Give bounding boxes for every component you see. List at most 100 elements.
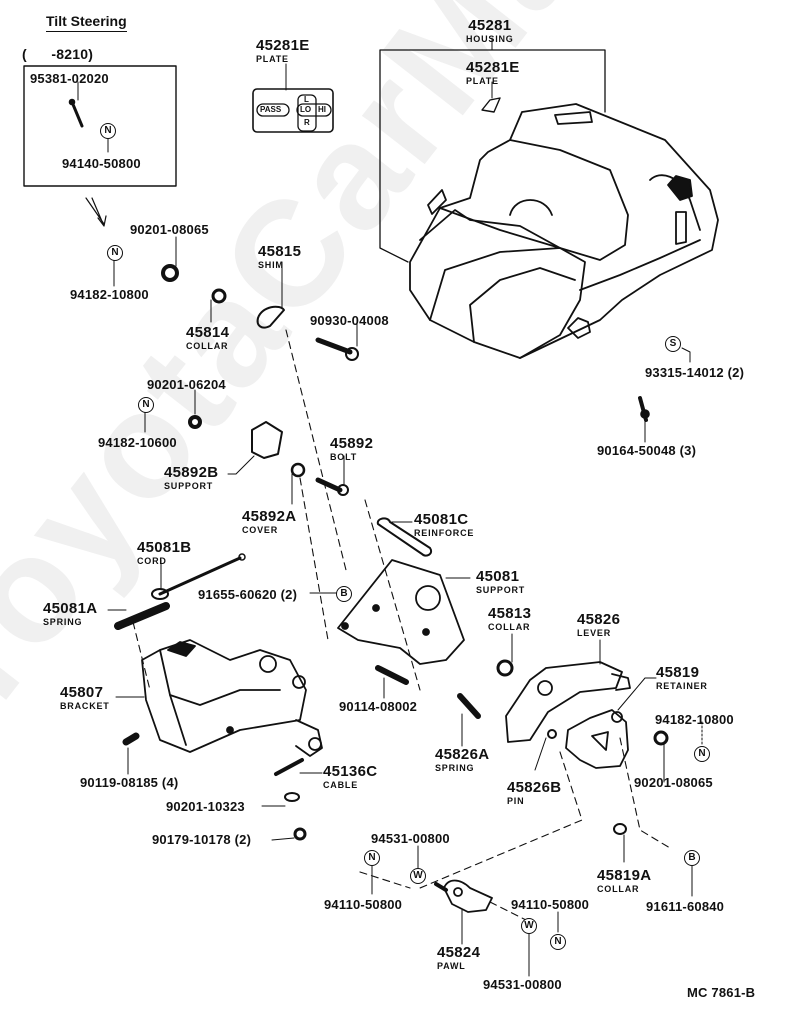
part-91611-60840[interactable]: 91611-60840 [646, 899, 725, 914]
part-90201-06204[interactable]: 90201-06204 [147, 377, 226, 392]
part-90119-08185[interactable]: 90119-08185 (4) [80, 775, 179, 790]
part-number: 45814 [186, 324, 230, 341]
symbol-b: B [684, 850, 700, 866]
part-name: COLLAR [186, 341, 229, 351]
part-45826A-spring[interactable]: 45826A SPRING [435, 747, 489, 773]
plate-hi-text: HI [318, 105, 326, 114]
housing-leader [379, 49, 606, 263]
part-45281-housing[interactable]: 45281 HOUSING [466, 18, 514, 44]
part-45281E-plate[interactable]: 45281E PLATE [256, 38, 310, 64]
part-90930-04008[interactable]: 90930-04008 [310, 313, 389, 328]
part-number: 45815 [258, 243, 302, 260]
part-45081B-cord[interactable]: 45081B CORD [137, 540, 191, 566]
plate-l-text: L [304, 95, 309, 104]
part-90201-08065[interactable]: 90201-08065 [130, 222, 209, 237]
part-45815-shim[interactable]: 45815 SHIM [258, 244, 301, 270]
symbol-n: N [138, 397, 154, 413]
part-number: 45892B [164, 464, 219, 481]
part-90114-08002[interactable]: 90114-08002 [339, 699, 418, 714]
part-45819A-collar[interactable]: 45819A COLLAR [597, 868, 651, 894]
part-45892B-support[interactable]: 45892B SUPPORT [164, 465, 218, 491]
part-number: 45281 [468, 17, 512, 34]
part-name: COLLAR [597, 884, 640, 894]
part-94531-00800-b[interactable]: 94531-00800 [483, 977, 562, 992]
part-number: 45081A [43, 600, 98, 617]
part-93315-14012[interactable]: 93315-14012 (2) [645, 365, 745, 380]
symbol-n: N [550, 934, 566, 950]
part-number: 45281E [256, 37, 310, 54]
part-91655-60620[interactable]: 91655-60620 (2) [198, 587, 298, 602]
part-45813-collar[interactable]: 45813 COLLAR [488, 606, 531, 632]
part-45892A-cover[interactable]: 45892A COVER [242, 509, 296, 535]
part-name: HOUSING [466, 34, 514, 44]
part-90201-10323[interactable]: 90201-10323 [166, 799, 245, 814]
part-45136C-cable[interactable]: 45136C CABLE [323, 764, 377, 790]
part-name: PLATE [466, 76, 499, 86]
part-45892-bolt[interactable]: 45892 BOLT [330, 436, 373, 462]
part-45281E-plate-top[interactable]: 45281E PLATE [466, 60, 520, 86]
part-name: CABLE [323, 780, 358, 790]
part-45826B-pin[interactable]: 45826B PIN [507, 780, 561, 806]
collar-icon [211, 288, 227, 304]
part-94110-50800-a[interactable]: 94110-50800 [324, 897, 403, 912]
part-90201-08065-b[interactable]: 90201-08065 [634, 775, 713, 790]
pawl [434, 879, 493, 913]
cover-icon [290, 462, 306, 478]
part-number: 45819A [597, 867, 652, 884]
part-name: COLLAR [488, 622, 531, 632]
part-45824-pawl[interactable]: 45824 PAWL [437, 945, 480, 971]
part-name: CORD [137, 556, 167, 566]
part-45081-support[interactable]: 45081 SUPPORT [476, 569, 525, 595]
symbol-w: W [410, 868, 426, 884]
diagram-title: Tilt Steering [46, 14, 127, 32]
part-45814-collar[interactable]: 45814 COLLAR [186, 325, 229, 351]
part-45826-lever[interactable]: 45826 LEVER [577, 612, 620, 638]
spring-icon [114, 602, 170, 630]
part-95381-02020[interactable]: 95381-02020 [30, 71, 109, 86]
part-number: 45081 [476, 568, 520, 585]
part-94110-50800-b[interactable]: 94110-50800 [511, 897, 590, 912]
part-number: 45826A [435, 746, 490, 763]
part-name: RETAINER [656, 681, 708, 691]
part-94531-00800-a[interactable]: 94531-00800 [371, 831, 450, 846]
part-number: 45813 [488, 605, 532, 622]
part-90164-50048[interactable]: 90164-50048 (3) [597, 443, 697, 458]
range-note: ( -8210) [22, 46, 94, 62]
part-94182-10600[interactable]: 94182-10600 [98, 435, 177, 450]
bolt-icon [375, 665, 409, 685]
part-number: 45807 [60, 684, 104, 701]
part-90179-10178[interactable]: 90179-10178 (2) [152, 832, 252, 847]
plate-pass-text: PASS [260, 105, 282, 114]
plate-small-icon [481, 97, 501, 113]
part-name: SUPPORT [164, 481, 214, 491]
cable-icon [274, 758, 304, 776]
symbol-b: B [336, 586, 352, 602]
symbol-w: W [521, 918, 537, 934]
part-94182-10800-b[interactable]: 94182-10800 [655, 712, 734, 727]
part-number: 45819 [656, 664, 700, 681]
spring-icon [457, 693, 481, 719]
part-name: PAWL [437, 961, 466, 971]
bolt-icon [315, 337, 353, 355]
steering-column-housing [409, 103, 719, 359]
part-94140-50800[interactable]: 94140-50800 [62, 156, 141, 171]
part-45081A-spring[interactable]: 45081A SPRING [43, 601, 97, 627]
washer-icon [284, 792, 300, 802]
cord-icon [158, 556, 242, 596]
part-name: PIN [507, 796, 525, 806]
lever [505, 661, 631, 743]
part-94182-10800[interactable]: 94182-10800 [70, 287, 149, 302]
part-number: 45826B [507, 779, 562, 796]
part-45819-retainer[interactable]: 45819 RETAINER [656, 665, 708, 691]
nut-icon [188, 415, 202, 429]
support-bracket-icon [251, 421, 283, 459]
part-number: 45892A [242, 508, 297, 525]
bolt-icon [122, 732, 140, 746]
part-45807-bracket[interactable]: 45807 BRACKET [60, 685, 110, 711]
reinforce-icon [376, 517, 432, 557]
shim-icon [256, 305, 285, 329]
nut-icon [653, 730, 669, 746]
part-45081C-reinforce[interactable]: 45081C REINFORCE [414, 512, 474, 538]
symbol-s: S [665, 336, 681, 352]
